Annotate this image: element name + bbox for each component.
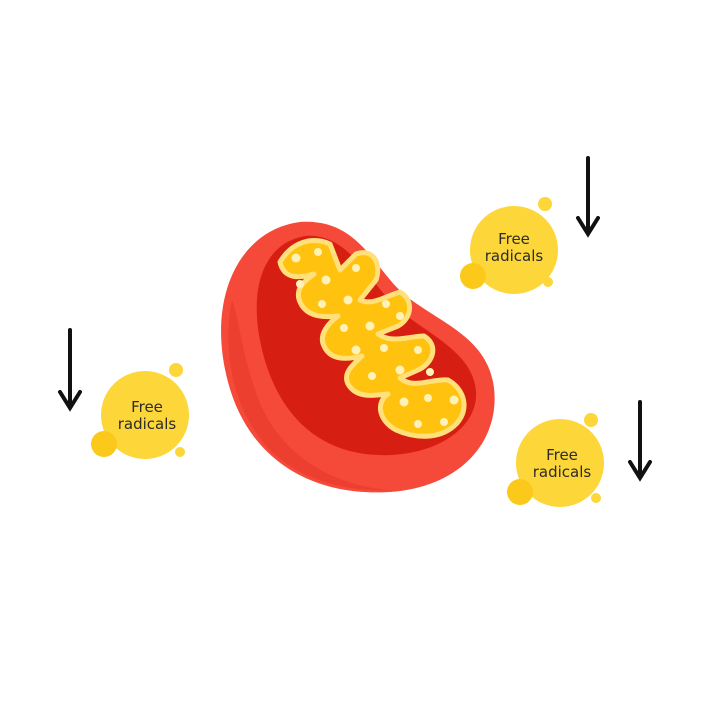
free-radical-icon (91, 363, 189, 459)
free-radical-bottom-right: Free radicals (507, 413, 604, 507)
radical-label-line1: Free (546, 446, 578, 464)
radical-label-line1: Free (498, 230, 530, 248)
mitochondrion-rim-shadow (228, 300, 390, 491)
cristae-dots (291, 248, 459, 428)
free-radical-top-right: Free radicals (460, 197, 558, 294)
mitochondrion-icon (221, 221, 495, 493)
mitochondrion-cristae (277, 238, 467, 439)
radical-label-line2: radicals (485, 247, 544, 265)
radical-label-line1: Free (131, 398, 163, 416)
free-radical-icon (507, 413, 604, 507)
down-arrow-icon (576, 156, 600, 238)
down-arrow-icon (58, 328, 82, 412)
free-radical-icon (460, 197, 558, 294)
radical-label-line2: radicals (118, 415, 177, 433)
down-arrow-icon (628, 400, 652, 482)
free-radical-left: Free radicals (91, 363, 189, 459)
radical-label-line2: radicals (533, 463, 592, 481)
